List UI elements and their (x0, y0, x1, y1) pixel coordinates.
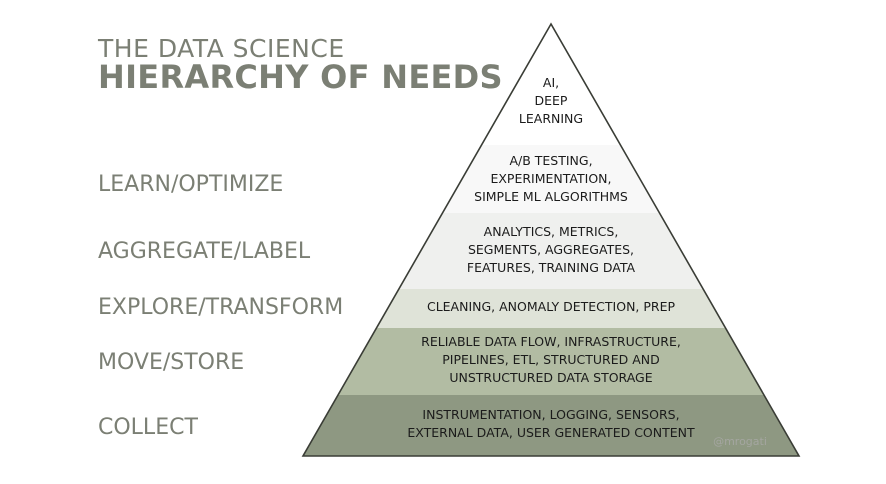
stage-label-move-store: MOVE/STORE (98, 350, 245, 375)
tier-instrumentation-line-1: INSTRUMENTATION, LOGGING, SENSORS, (422, 407, 679, 422)
tier-ai-deep-learning-line-3: LEARNING (519, 111, 583, 126)
title-line-2: HIERARCHY OF NEEDS (98, 58, 503, 96)
tier-ai-deep-learning (481, 24, 621, 145)
title-line-1: THE DATA SCIENCE (98, 34, 345, 63)
credit-watermark: @mrogati (713, 435, 767, 448)
tier-reliable-data-flow-line-1: RELIABLE DATA FLOW, INFRASTRUCTURE, (421, 334, 681, 349)
pyramid-outline (301, 22, 801, 457)
tier-analytics-line-1: ANALYTICS, METRICS, (484, 224, 619, 239)
stage-label-aggregate-label: AGGREGATE/LABEL (98, 239, 311, 264)
tier-reliable-data-flow (338, 328, 764, 395)
stage-label-collect: COLLECT (98, 415, 198, 440)
tier-reliable-data-flow-line-2: PIPELINES, ETL, STRUCTURED AND (442, 352, 660, 367)
tier-instrumentation (303, 395, 799, 456)
tier-ab-testing (442, 145, 660, 213)
tier-analytics-line-2: SEGMENTS, AGGREGATES, (468, 242, 634, 257)
tier-ab-testing-line-2: EXPERIMENTATION, (490, 171, 611, 186)
stage-label-learn-optimize: LEARN/OPTIMIZE (98, 172, 284, 197)
tier-instrumentation-line-2: EXTERNAL DATA, USER GENERATED CONTENT (407, 425, 695, 440)
tier-analytics-line-3: FEATURES, TRAINING DATA (467, 260, 636, 275)
tier-cleaning-line-1: CLEANING, ANOMALY DETECTION, PREP (427, 299, 676, 314)
stage-label-explore-transform: EXPLORE/TRANSFORM (98, 295, 344, 320)
tier-reliable-data-flow-line-3: UNSTRUCTURED DATA STORAGE (449, 370, 652, 385)
tier-ai-deep-learning-line-1: AI, (543, 75, 559, 90)
tier-analytics (398, 213, 704, 289)
tier-ai-deep-learning-line-2: DEEP (535, 93, 568, 108)
tier-ab-testing-line-1: A/B TESTING, (509, 153, 592, 168)
tier-ab-testing-line-3: SIMPLE ML ALGORITHMS (474, 189, 628, 204)
tier-cleaning (376, 289, 726, 328)
